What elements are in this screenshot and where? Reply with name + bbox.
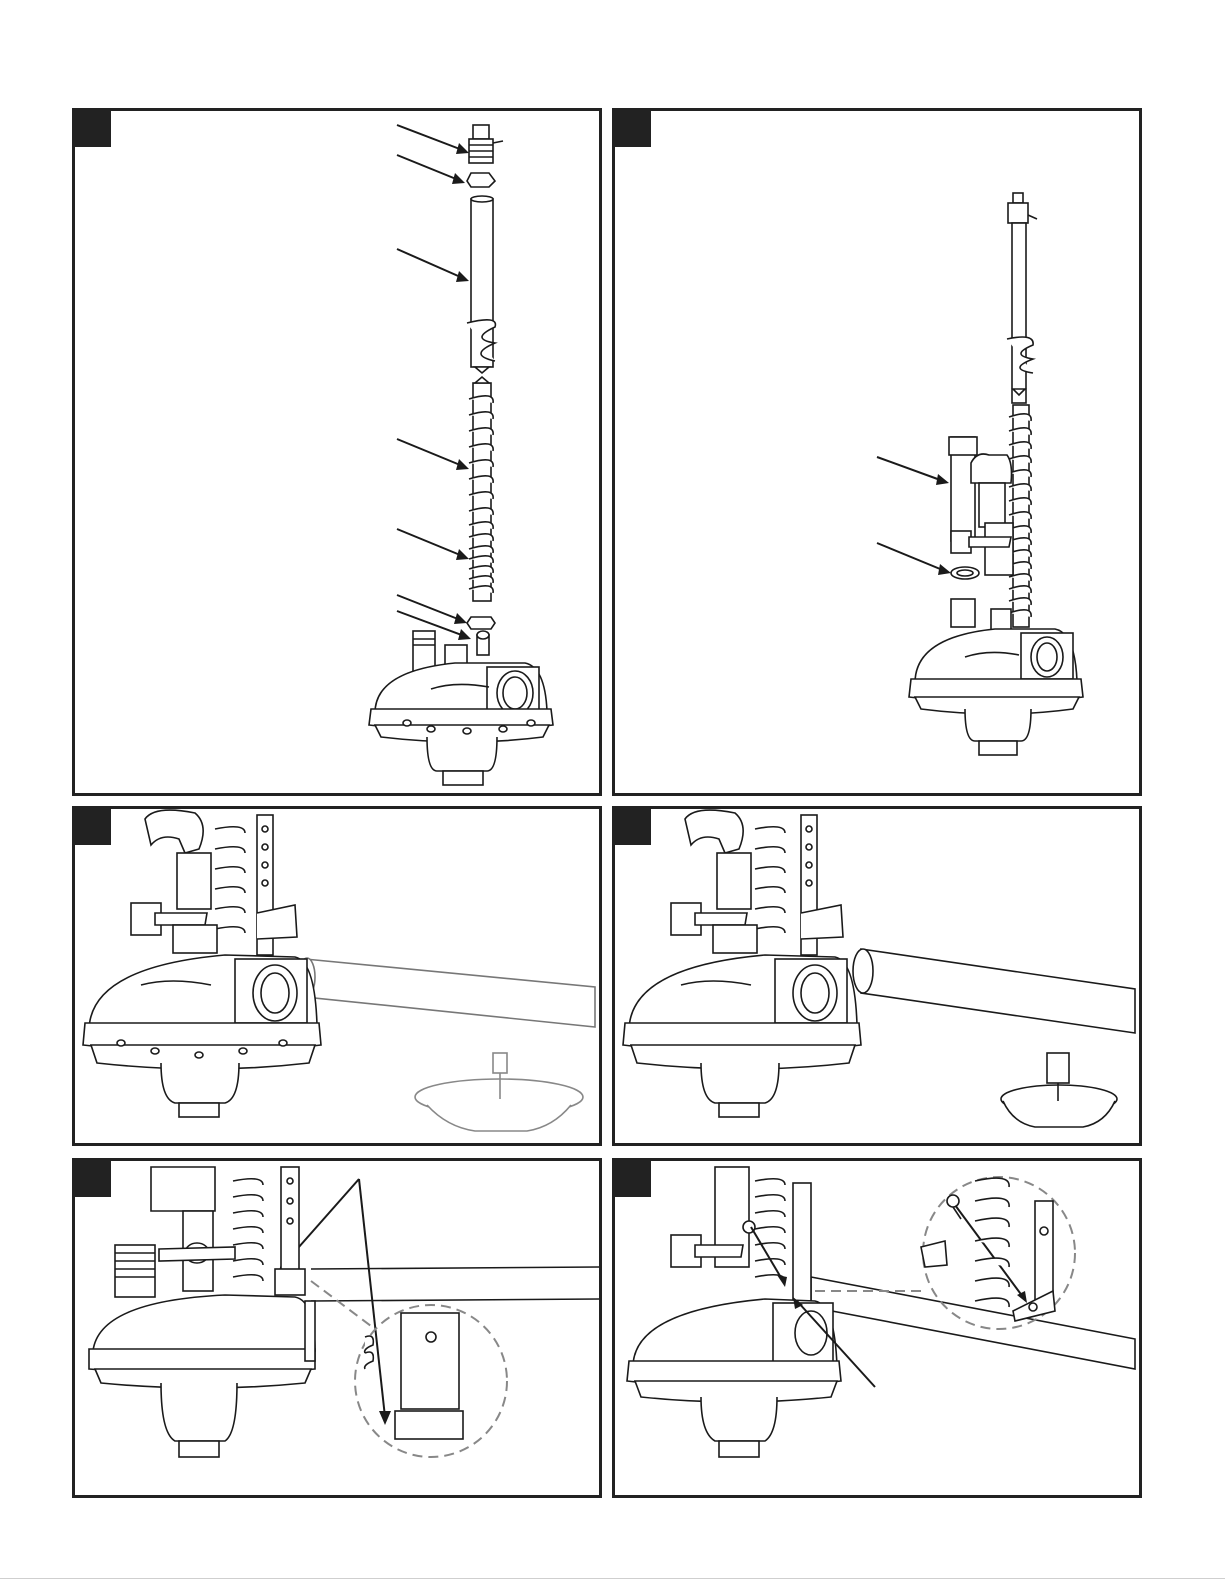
leader-arrow	[397, 595, 463, 621]
leader-arrow	[397, 155, 461, 181]
exploded-valve-illustration	[75, 111, 599, 793]
screw-fastening-detail-illustration	[615, 1161, 1139, 1495]
leader-arrow	[397, 529, 465, 557]
panel-step-5	[72, 1158, 602, 1498]
valve-bracket-plate-illustration	[615, 809, 1139, 1143]
valve-shutoff-illustration	[615, 111, 1139, 793]
panel-step-4	[612, 806, 1142, 1146]
leader-arrow	[397, 249, 465, 279]
panel-step-6	[612, 1158, 1142, 1498]
leader-arrow	[397, 439, 465, 467]
valve-bracket-illustration	[75, 809, 599, 1143]
panel-step-3	[72, 806, 602, 1146]
bracket-clip-detail-illustration	[75, 1161, 599, 1495]
page-bottom-rule	[0, 1578, 1225, 1579]
panel-step-1	[72, 108, 602, 796]
panel-step-2	[612, 108, 1142, 796]
leader-arrow	[397, 125, 465, 151]
